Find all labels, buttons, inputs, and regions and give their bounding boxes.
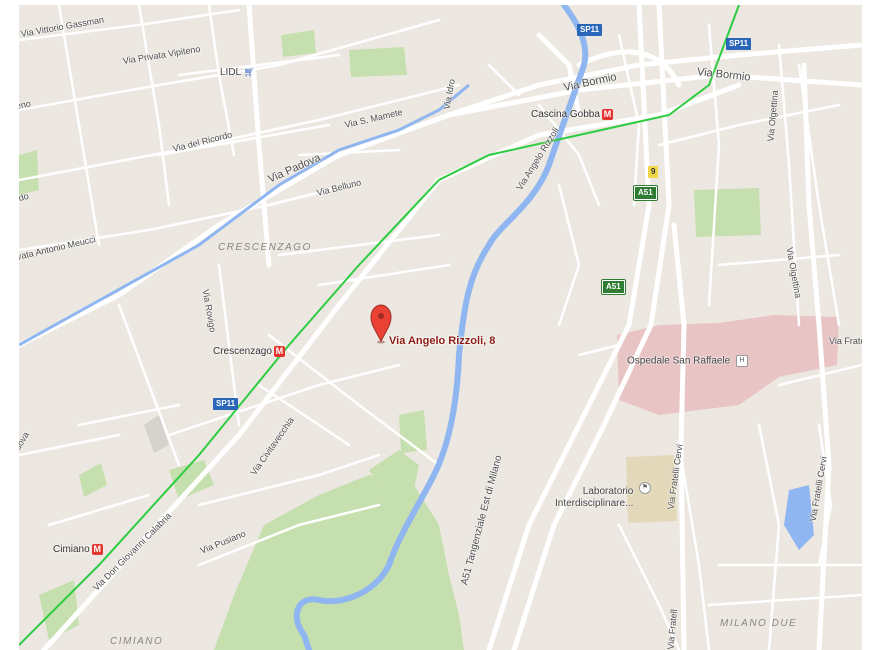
map-base-layer — [19, 5, 862, 650]
map-canvas[interactable]: CRESCENZAGO CIMIANO MILANO DUE Via Vitto… — [19, 5, 862, 650]
poi-name: LIDL — [220, 67, 241, 78]
poi-ospedale-san-raffaele[interactable]: Ospedale San Raffaele H — [627, 355, 749, 368]
station-name: Cascina Gobba — [531, 108, 600, 120]
station-name: Cimiano — [53, 543, 90, 555]
building-block — [144, 415, 169, 453]
station-name: Crescenzago — [213, 345, 272, 357]
poi-lidl[interactable]: LIDL 🛒︎ — [220, 67, 255, 79]
location-marker[interactable] — [370, 304, 392, 344]
park-small-4 — [169, 460, 214, 500]
district-crescenzago: CRESCENZAGO — [218, 242, 312, 253]
park-edge — [19, 150, 39, 195]
park-small-3 — [79, 463, 107, 497]
park-small-1 — [369, 450, 419, 490]
metro-icon: M — [601, 109, 613, 120]
metro-station-crescenzago[interactable]: Crescenzago M — [213, 346, 285, 357]
road-tangenziale-2 — [511, 5, 672, 650]
metro-station-cascina-gobba[interactable]: Cascina Gobba M — [531, 109, 613, 120]
metro-icon: M — [91, 544, 103, 555]
road-via-fratelli-cervi — [671, 222, 687, 650]
road-via-bormio — [446, 72, 862, 118]
park-small-2 — [399, 410, 427, 453]
poi-laboratorio-interdisciplinare[interactable]: Laboratorio Interdisciplinare... — [555, 474, 633, 510]
road-tangenziale — [486, 5, 652, 650]
road-shield-exit-9: 9 — [648, 166, 659, 178]
canal-villoresi — [19, 83, 470, 347]
poi-name: Ospedale San Raffaele — [627, 355, 731, 367]
river-lambro — [293, 5, 589, 650]
district-cimiano: CIMIANO — [110, 636, 164, 647]
road-shield-a51: A51 — [634, 186, 657, 200]
road-shield-a51: A51 — [602, 280, 625, 294]
road-via-olgettina — [801, 62, 832, 650]
road-shield-sp11: SP11 — [213, 398, 239, 410]
road-junction — [576, 49, 682, 88]
park-cimiano — [214, 475, 464, 650]
road-shield-sp11: SP11 — [577, 24, 603, 36]
park-small-5 — [281, 30, 316, 57]
metro-icon: M — [273, 346, 285, 357]
hospital-area — [617, 315, 839, 415]
park-small-6 — [349, 47, 407, 77]
metro-line-m2 — [19, 5, 740, 646]
poi-name: Laboratorio Interdisciplinare... — [555, 486, 634, 509]
university-area — [626, 455, 677, 523]
shopping-cart-icon: 🛒︎ — [243, 67, 255, 77]
park-areas — [19, 30, 761, 650]
lake-milano-due — [784, 485, 814, 550]
marker-address-label[interactable]: Via Angelo Rizzoli, 8 — [389, 335, 496, 347]
road-shield-sp11: SP11 — [726, 38, 752, 50]
district-milano-due: MILANO DUE — [720, 618, 798, 629]
road-via-rovigo — [246, 5, 272, 268]
road-gobba-ramp — [536, 32, 582, 118]
hospital-icon: H — [736, 355, 749, 367]
metro-station-cimiano[interactable]: Cimiano M — [53, 544, 103, 555]
education-icon: ⚑ — [639, 482, 651, 494]
park-olgettina — [694, 188, 761, 237]
road-sp11-side — [41, 82, 742, 650]
street-label: Via Frate — [829, 336, 862, 346]
